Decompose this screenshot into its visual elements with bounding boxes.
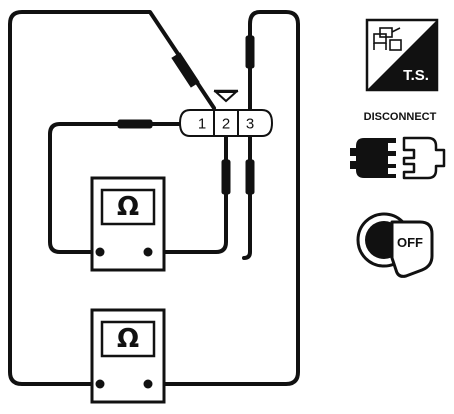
connector-pin-3: 3 <box>246 116 254 133</box>
wiring <box>8 10 300 386</box>
probe-pin2 <box>221 159 231 195</box>
ohmmeter-upper-jack-com <box>95 247 105 257</box>
ohmmeter-lower-display <box>100 320 156 358</box>
ohmmeter-lower-jack-com <box>95 379 105 389</box>
ohmmeter-upper-symbol: Ω <box>117 192 139 222</box>
probe-pin3 <box>245 159 255 195</box>
inner-wire-left <box>48 122 188 254</box>
inner-wire-right <box>146 132 228 254</box>
harness-connector: 1 2 3 <box>178 89 274 137</box>
outer-wire-right <box>146 10 300 386</box>
connector-half-dark-icon <box>356 138 396 178</box>
connector-pin-2: 2 <box>222 116 230 133</box>
probe-diagonal <box>171 52 200 88</box>
ohmmeter-lower-jack-v <box>143 379 153 389</box>
connector-body <box>178 109 274 137</box>
ohmmeter-upper-jack-v <box>143 247 153 257</box>
connector-lock-tab <box>213 91 239 103</box>
probe-top-right <box>245 35 255 69</box>
probe-left <box>117 119 153 129</box>
outer-wire-left <box>8 10 216 386</box>
ts-label: T.S. <box>403 67 429 84</box>
ts-icon: T.S. <box>365 18 439 92</box>
ignition-key-off-icon: OFF <box>356 212 434 278</box>
ohmmeter-upper: Ω <box>90 176 166 272</box>
ignition-off-label: OFF <box>397 235 423 250</box>
probes <box>117 35 255 195</box>
ohmmeter-lower: Ω <box>90 308 166 404</box>
disconnect-label: DISCONNECT <box>364 111 437 123</box>
connector-half-outline-icon <box>402 136 446 180</box>
connector-sketch-icon <box>373 27 402 51</box>
disconnect-icon: DISCONNECT <box>350 111 446 180</box>
connector-pin-1: 1 <box>198 116 206 133</box>
ohmmeter-upper-display <box>100 188 156 226</box>
ohmmeter-lower-symbol: Ω <box>117 324 139 354</box>
pin3-down-wire <box>242 132 252 260</box>
